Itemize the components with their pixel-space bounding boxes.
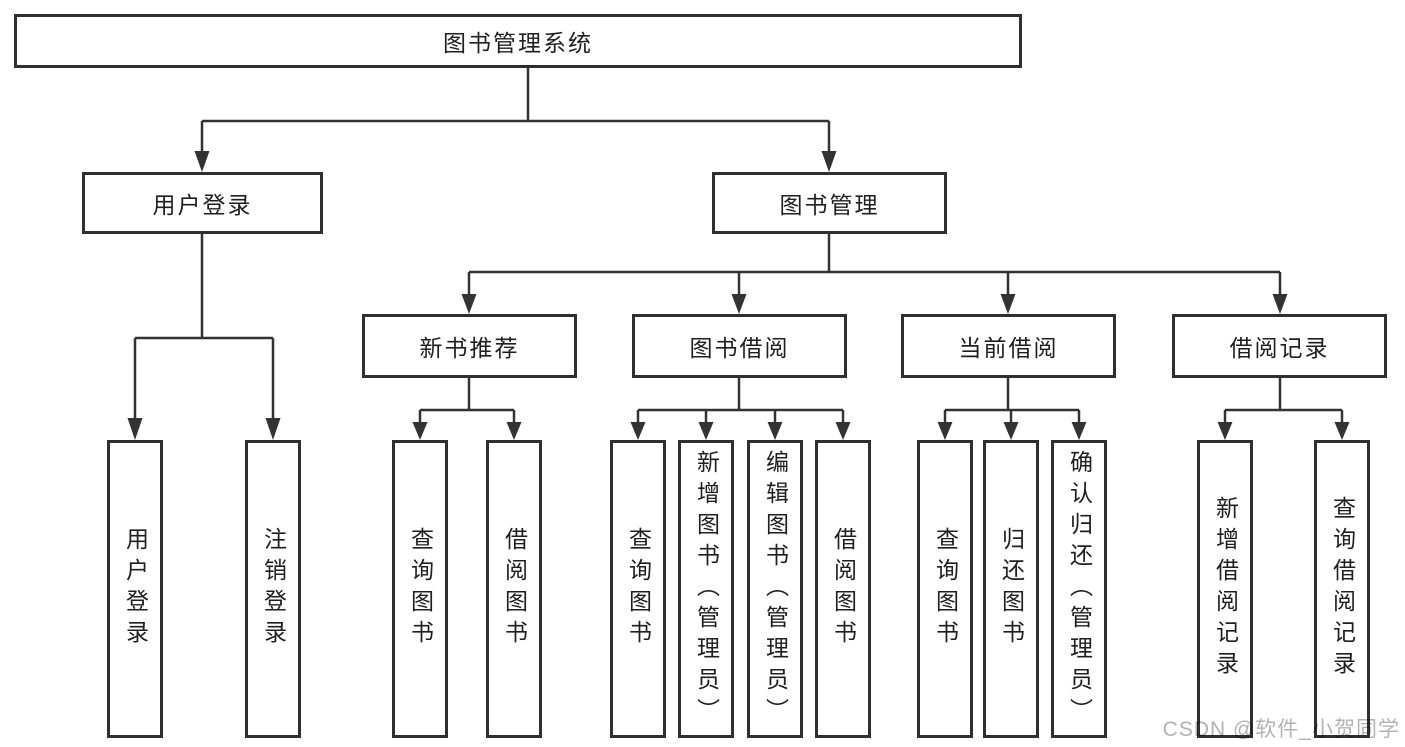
node-user-login: 用户登录 <box>82 172 323 234</box>
leaf-borrow-book: 借阅图书 <box>815 440 871 738</box>
leaf-logout-label: 注销登录 <box>260 527 287 651</box>
leaf-user-login-label: 用户登录 <box>122 527 149 651</box>
node-book-management-label: 图书管理 <box>779 192 880 218</box>
leaf-borrow-book-label: 借阅图书 <box>830 527 857 651</box>
leaf-query-book-recommend-label: 查询图书 <box>407 527 434 651</box>
leaf-query-book-recommend: 查询图书 <box>392 440 448 738</box>
node-root-system: 图书管理系统 <box>14 14 1022 68</box>
leaf-logout: 注销登录 <box>245 440 301 738</box>
leaf-edit-book-admin: 编辑图书（管理员） <box>747 440 803 738</box>
leaf-query-borrow-record-label: 查询借阅记录 <box>1329 496 1356 682</box>
node-borrow-records: 借阅记录 <box>1172 314 1387 378</box>
leaf-borrow-book-recommend-label: 借阅图书 <box>501 527 528 651</box>
node-new-book-recommend: 新书推荐 <box>362 314 577 378</box>
leaf-confirm-return-admin-label: 确认归还（管理员） <box>1066 449 1093 729</box>
leaf-borrow-book-recommend: 借阅图书 <box>486 440 542 738</box>
leaf-query-book: 查询图书 <box>610 440 666 738</box>
connector-root-to-level2 <box>194 68 837 172</box>
leaf-add-book-admin-label: 新增图书（管理员） <box>693 449 720 729</box>
connector-book-borrow-to-leaves <box>630 378 851 440</box>
node-user-login-label: 用户登录 <box>152 192 253 218</box>
leaf-query-book-label: 查询图书 <box>625 527 652 651</box>
leaf-confirm-return-admin: 确认归还（管理员） <box>1051 440 1107 738</box>
leaf-query-borrow-record: 查询借阅记录 <box>1314 440 1370 738</box>
node-current-borrow-label: 当前借阅 <box>958 335 1059 361</box>
connector-borrow-records-to-leaves <box>1217 378 1350 440</box>
node-borrow-records-label: 借阅记录 <box>1229 335 1330 361</box>
connector-book-management-to-level3 <box>461 234 1288 314</box>
leaf-query-current-borrow-label: 查询图书 <box>932 527 959 651</box>
connector-current-borrow-to-leaves <box>937 378 1087 440</box>
leaf-return-book-label: 归还图书 <box>998 527 1025 651</box>
leaf-add-borrow-record: 新增借阅记录 <box>1197 440 1253 738</box>
node-book-borrow: 图书借阅 <box>632 314 847 378</box>
node-book-management: 图书管理 <box>712 172 947 234</box>
leaf-return-book: 归还图书 <box>983 440 1039 738</box>
connector-new-book-recommend-to-leaves <box>412 378 522 440</box>
csdn-watermark: CSDN @软件_小贺同学 <box>1162 718 1400 741</box>
node-root-label: 图书管理系统 <box>443 30 593 56</box>
connector-user-login-to-leaves <box>127 234 281 440</box>
leaf-add-borrow-record-label: 新增借阅记录 <box>1212 496 1239 682</box>
node-current-borrow: 当前借阅 <box>901 314 1116 378</box>
leaf-query-current-borrow: 查询图书 <box>917 440 973 738</box>
node-new-book-recommend-label: 新书推荐 <box>419 335 520 361</box>
leaf-user-login: 用户登录 <box>107 440 163 738</box>
leaf-edit-book-admin-label: 编辑图书（管理员） <box>762 449 789 729</box>
leaf-add-book-admin: 新增图书（管理员） <box>678 440 734 738</box>
node-book-borrow-label: 图书借阅 <box>689 335 790 361</box>
